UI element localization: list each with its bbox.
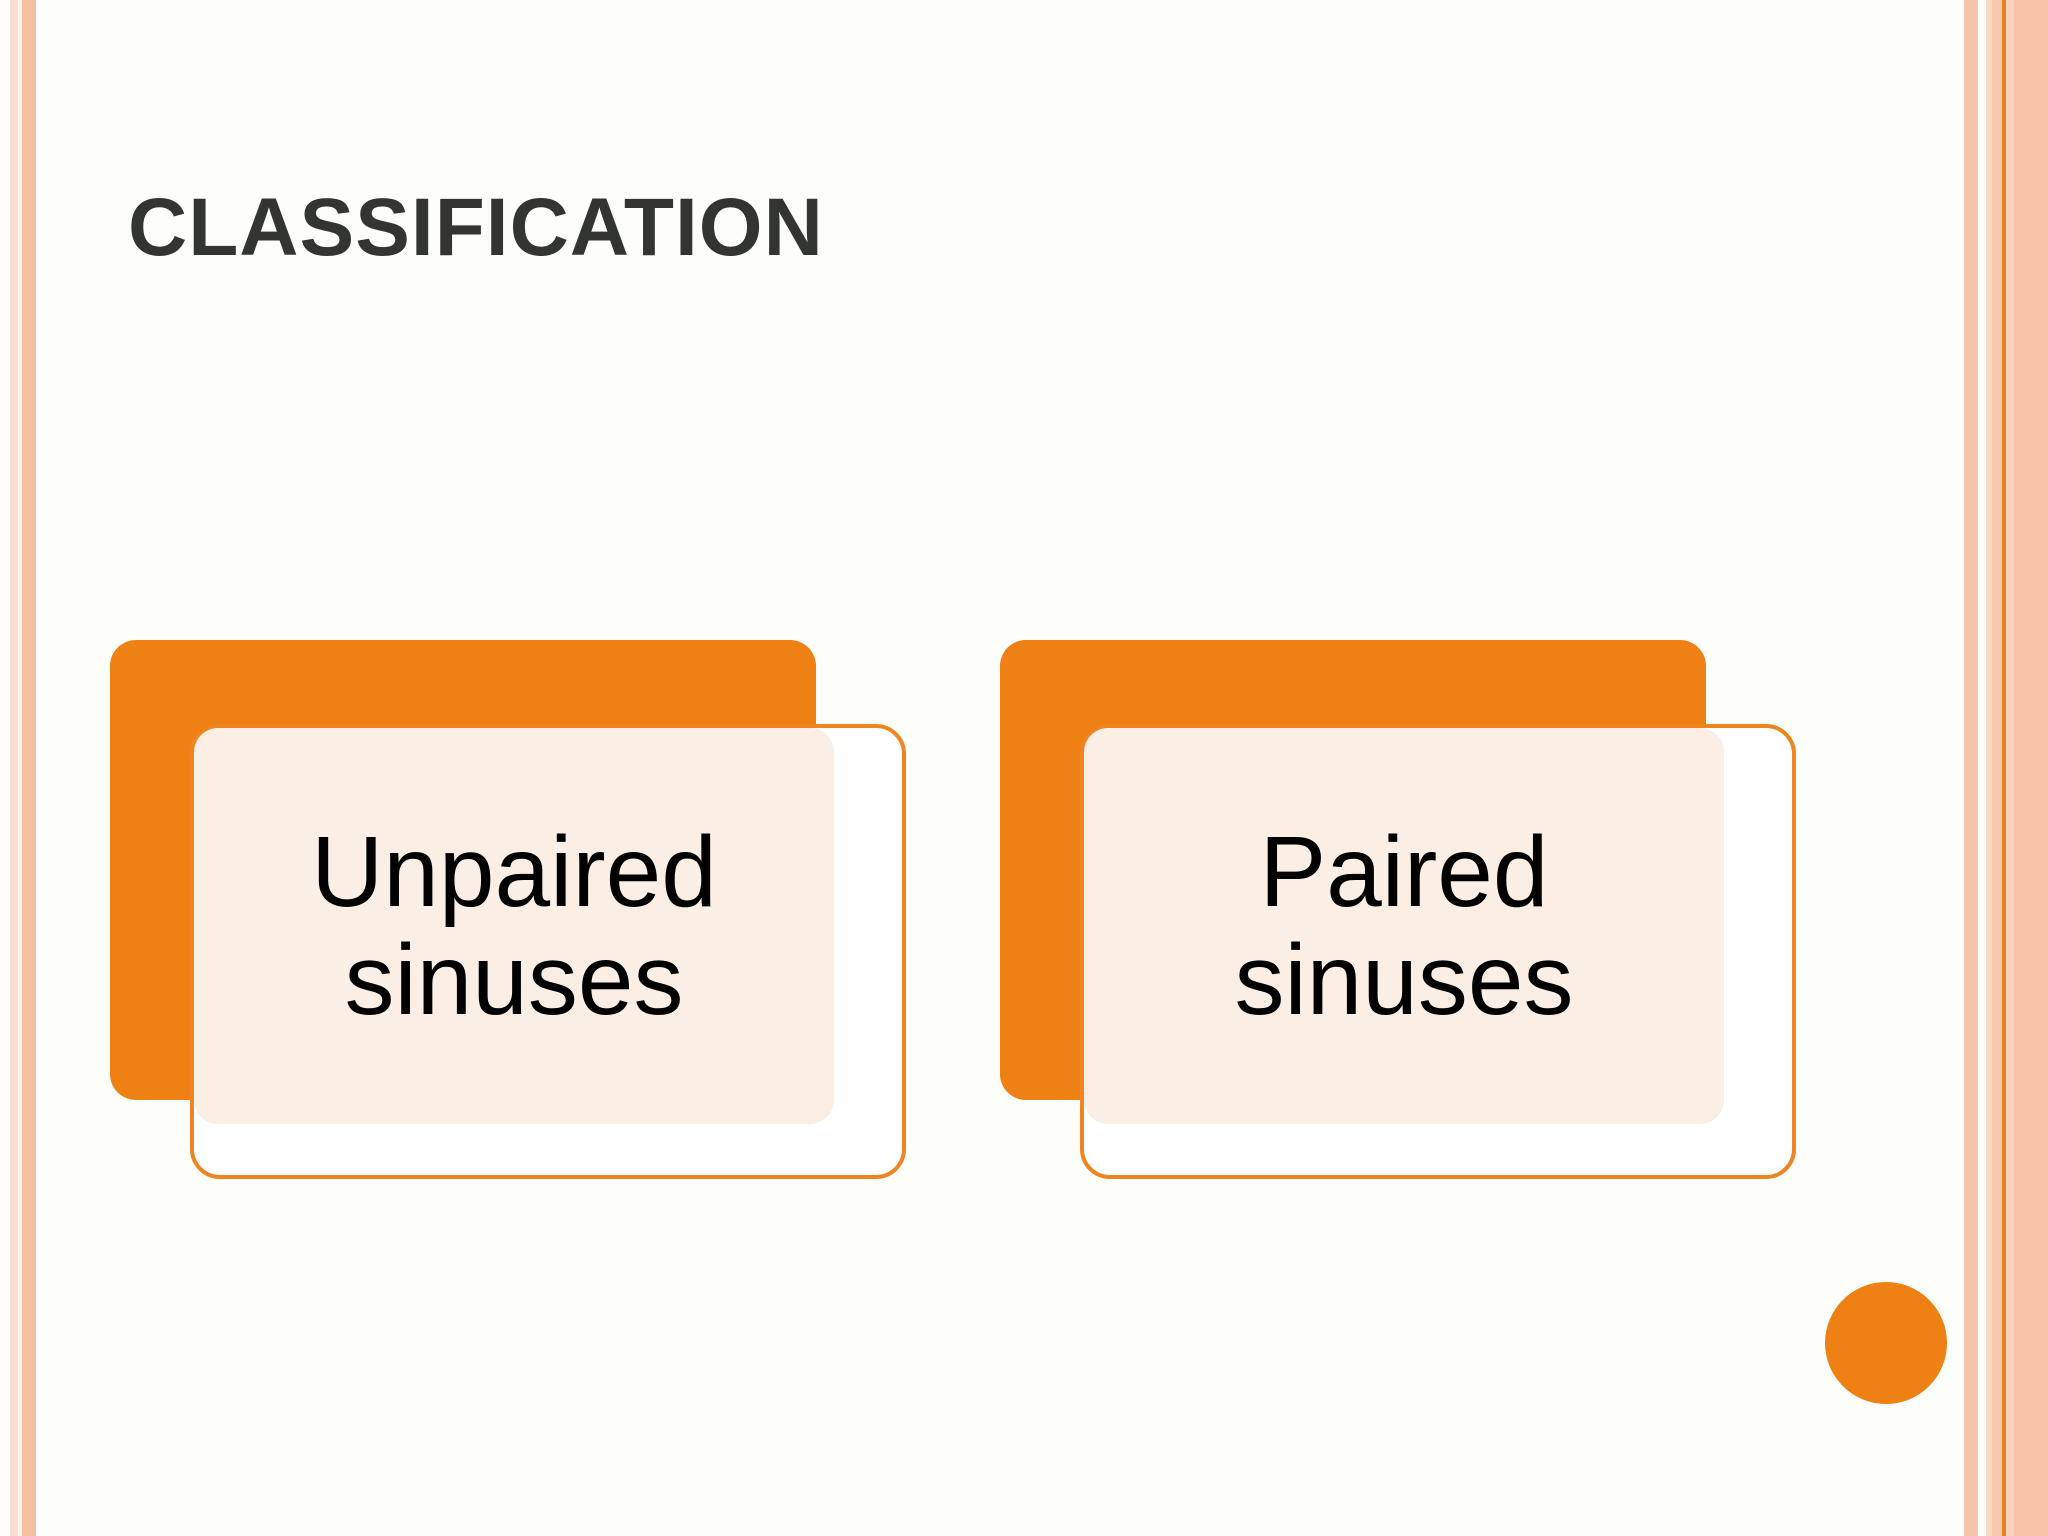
left-edge-stripe-1 — [10, 0, 18, 1536]
corner-dot-decoration — [1825, 1282, 1947, 1404]
right-edge-stripe-6 — [2006, 0, 2014, 1536]
card-label: Paired sinuses — [1234, 816, 1574, 1036]
left-edge-stripe-3 — [22, 0, 36, 1536]
page-title: CLASSIFICATION — [128, 182, 824, 273]
right-edge-stripe-7 — [2014, 0, 2048, 1536]
right-edge-stripe-4 — [1992, 0, 2002, 1536]
right-edge-stripe-3 — [1986, 0, 1992, 1536]
card-paired-sinuses[interactable]: Paired sinuses — [1000, 640, 1810, 1185]
card-text-panel: Unpaired sinuses — [194, 728, 834, 1124]
right-edge-stripe-1 — [1964, 0, 1978, 1536]
card-unpaired-sinuses[interactable]: Unpaired sinuses — [110, 640, 920, 1185]
card-label: Unpaired sinuses — [311, 816, 717, 1036]
left-edge-stripe-2 — [18, 0, 22, 1536]
right-edge-stripe-2 — [1978, 0, 1986, 1536]
card-text-panel: Paired sinuses — [1084, 728, 1724, 1124]
right-edge-stripe-5 — [2002, 0, 2006, 1536]
